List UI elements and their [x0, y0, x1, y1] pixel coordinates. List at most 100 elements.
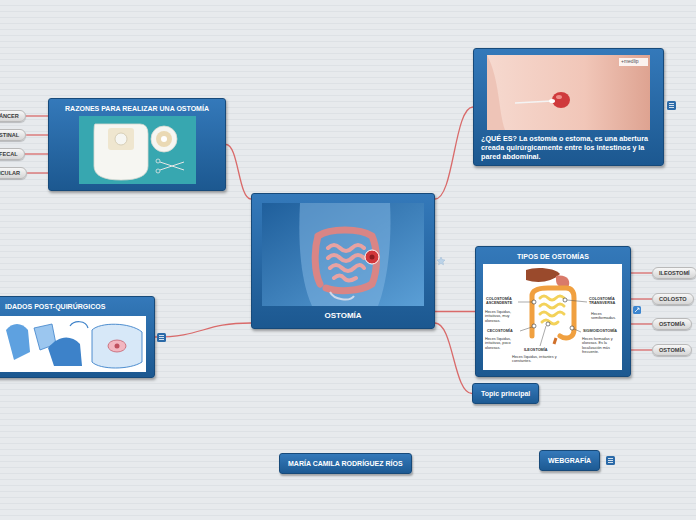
leader-line [567, 300, 587, 302]
abdomen-illustration [262, 203, 424, 306]
part-label: Heces formadas y olorosas. Es la localiz… [582, 337, 620, 354]
image-ground [483, 264, 622, 370]
liver [526, 268, 560, 282]
note-icon [667, 101, 676, 110]
image-ground [487, 55, 650, 130]
flange [151, 126, 177, 152]
topic-text: MARÍA CAMILA RODRÍGUEZ RÍOS [288, 459, 403, 468]
leader-line [540, 326, 546, 346]
marker-dot [563, 298, 567, 302]
icon-arrow [635, 308, 639, 312]
icon-lines [608, 459, 613, 463]
torso [299, 203, 390, 306]
icon-square [633, 306, 641, 314]
stoma-opening [370, 255, 375, 260]
topic-text: TIPOS DE OSTOMÍAS [482, 251, 624, 263]
hand-figure [6, 324, 30, 360]
part-label: Heces líquidas, irritantes y constantes. [512, 355, 558, 364]
small-intestine [540, 296, 564, 324]
sketch-line [70, 322, 88, 328]
skin-shadow [487, 55, 505, 130]
topic-box: ¿QUÉ ES? La ostomía o estoma, es una abe… [473, 48, 664, 166]
care-illustration [0, 316, 146, 372]
subtopic-pill: OSTOMÍA [652, 344, 692, 356]
marker-dot [546, 322, 550, 326]
pouch-figure [34, 324, 56, 350]
flange-hole [161, 136, 167, 142]
stoma-figure [108, 340, 126, 352]
image-ground [0, 316, 146, 372]
stoma [552, 92, 570, 108]
subtopic-text: OSTOMÍA [659, 320, 685, 328]
stoma [365, 250, 379, 264]
image-slot [5, 315, 148, 371]
author-box: MARÍA CAMILA RODRÍGUEZ RÍOS [279, 453, 412, 474]
scissors-ring [156, 159, 160, 163]
star-icon [437, 257, 445, 265]
subtopic-text: ÁNCER [0, 112, 19, 120]
marker-dot [532, 300, 536, 304]
branch-connector [631, 272, 652, 273]
subtopic-pill: COLOSTO [652, 293, 694, 305]
icon-lines [669, 104, 674, 108]
branch-connector [226, 145, 251, 200]
image-ground [79, 116, 196, 184]
stoma-photo [487, 55, 650, 130]
icon-lines [159, 336, 164, 340]
large-intestine [315, 230, 376, 291]
digestive-illustration [483, 264, 622, 370]
ostomy-pouch [94, 124, 148, 180]
branch-connector [435, 323, 472, 394]
stoma-markers [532, 298, 574, 330]
swab-stick [515, 101, 552, 103]
link-icon [633, 306, 641, 314]
topic-text: Topic principal [481, 389, 530, 398]
icon-square [157, 333, 166, 342]
topic-text: WEBGRAFÍA [548, 456, 591, 465]
leader-line [518, 302, 532, 303]
branch-connector [435, 107, 473, 199]
branch-connector [631, 349, 652, 350]
flange-ring [156, 131, 172, 147]
leader-lines [518, 300, 587, 346]
branch-connector [26, 134, 48, 135]
image-slot [477, 56, 660, 131]
part-label: COLOSTOMÍA TRANSVERSA [589, 297, 620, 306]
watermark: +medlip [621, 59, 649, 65]
topic-box: RAZONES PARA REALIZAR UNA OSTOMÍA [48, 98, 226, 191]
subtopic-text: STINAL [0, 131, 19, 139]
image-slot [258, 204, 428, 307]
marker-dot [570, 326, 574, 330]
scissors-ring [156, 169, 160, 173]
part-label: Heces líquidas, irritativas, muy olorosa… [485, 310, 518, 323]
subtopic-text: COLOSTO [659, 295, 687, 303]
pouch-illustration [79, 116, 196, 184]
subtopic-pill: FECAL [0, 148, 25, 160]
note-icons [157, 101, 676, 465]
subtopic-pill: ICULAR [0, 167, 27, 179]
branch-connector [25, 153, 48, 154]
part-label: Heces líquidas, irritativas, poco oloros… [485, 337, 519, 350]
note-icon [606, 456, 615, 465]
image-slot [55, 117, 219, 185]
swab-tip [549, 99, 555, 103]
pouch-ring [115, 133, 127, 145]
central-topic: OSTOMÍA [251, 193, 435, 329]
rectum [554, 338, 556, 344]
subtopic-pill: STINAL [0, 129, 26, 141]
subtopic-pill: ILEOSTOMÍ [652, 267, 696, 279]
leader-line [520, 327, 532, 331]
branch-connector [631, 323, 652, 324]
image-ground [262, 203, 424, 306]
stomach [556, 276, 569, 289]
part-label: Heces semiformadas. [591, 312, 620, 321]
part-label: SIGMOIDOSTOMÍA [583, 329, 619, 333]
topic-box: WEBGRAFÍA [539, 450, 600, 471]
abdomen-figure [92, 324, 142, 368]
note-icon [157, 333, 166, 342]
stoma-highlight [556, 95, 562, 99]
subtopic-pill: ÁNCER [0, 110, 26, 122]
branch-connector [631, 298, 652, 299]
